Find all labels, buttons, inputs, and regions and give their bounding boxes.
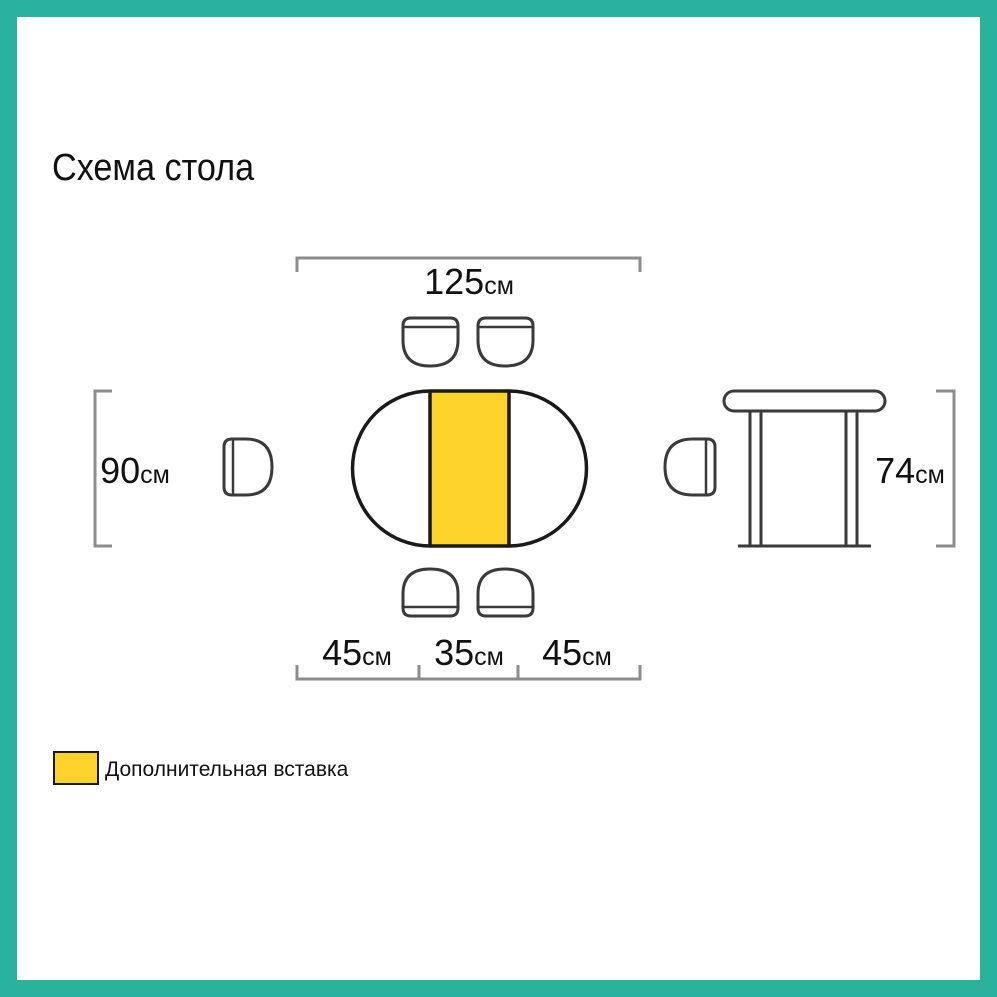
width-value: 90 (100, 450, 140, 491)
right-section-value: 45 (542, 632, 582, 673)
table-top-view (350, 389, 589, 548)
page-title: Схема стола (52, 147, 255, 189)
table-extension-insert (430, 391, 509, 546)
length-unit: см (484, 272, 514, 300)
height-dimension-line (936, 389, 956, 548)
legend-insert-label: Дополнительная вставка (105, 758, 349, 781)
height-unit: см (915, 461, 945, 489)
length-label: 125см (424, 261, 514, 302)
right-section-unit: см (582, 643, 612, 671)
legend-insert-swatch (53, 751, 99, 785)
left-section-unit: см (362, 643, 392, 671)
insert-section-value: 35 (434, 632, 474, 673)
chair-left (222, 437, 274, 497)
side-view-tabletop (722, 389, 887, 413)
right-section-label: 45см (542, 632, 612, 673)
table-side-view (722, 389, 887, 548)
chair-right (663, 437, 717, 497)
width-label: 90см (100, 450, 170, 491)
width-dimension-line (93, 389, 112, 548)
width-unit: см (140, 461, 170, 489)
chair-bottom-right (476, 567, 535, 618)
insert-section-label: 35см (434, 632, 504, 673)
insert-section-unit: см (474, 643, 504, 671)
left-section-value: 45 (322, 632, 362, 673)
height-label: 74см (875, 450, 945, 491)
side-view-leg-right (844, 409, 859, 548)
left-section-label: 45см (322, 632, 392, 673)
length-value: 125 (424, 261, 484, 302)
sections-dimension-line (295, 665, 642, 681)
chair-top-left (401, 316, 460, 368)
legend: Дополнительная вставка (53, 751, 349, 785)
chair-bottom-left (401, 567, 460, 618)
side-view-leg-left (748, 409, 763, 548)
chair-top-right (476, 316, 535, 368)
height-value: 74 (875, 450, 915, 491)
length-dimension-line (295, 256, 642, 272)
